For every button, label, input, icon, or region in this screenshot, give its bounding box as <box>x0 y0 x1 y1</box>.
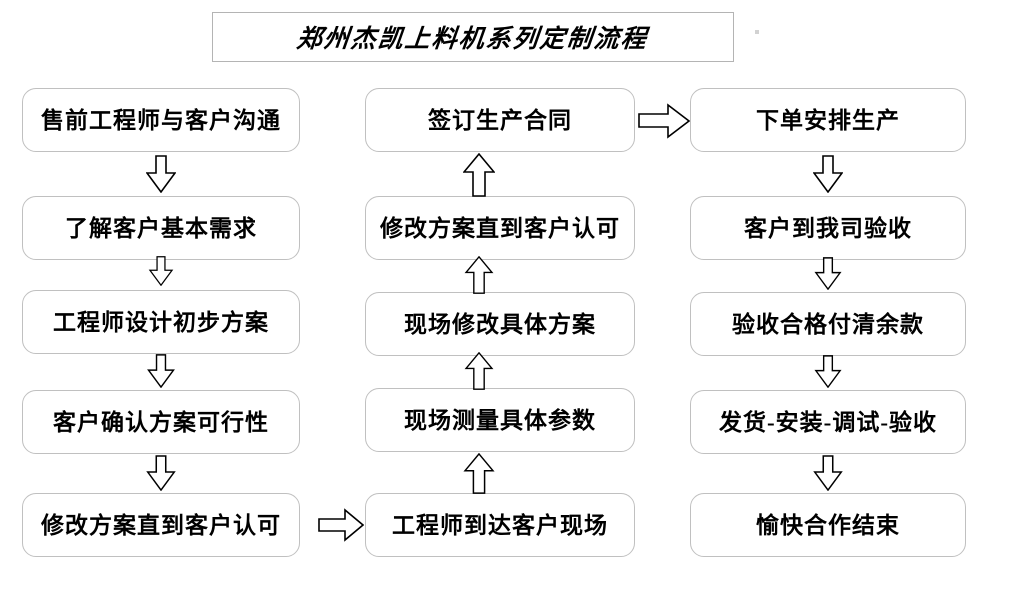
stray-speck-artifact <box>755 30 759 34</box>
arrow-down-icon <box>813 257 843 290</box>
node-engineer-initial-design[interactable]: 工程师设计初步方案 <box>22 290 300 354</box>
node-label: 修改方案直到客户认可 <box>380 215 620 241</box>
arrow-down-icon <box>146 354 176 388</box>
arrow-down-icon <box>813 455 843 491</box>
node-customer-inspection-at-factory[interactable]: 客户到我司验收 <box>690 196 966 260</box>
node-onsite-measure-parameters[interactable]: 现场测量具体参数 <box>365 388 635 452</box>
node-label: 工程师设计初步方案 <box>53 309 269 335</box>
chart-title-text: 郑州杰凯上料机系列定制流程 <box>295 26 650 53</box>
node-pay-balance-after-acceptance[interactable]: 验收合格付清余款 <box>690 292 966 356</box>
node-revise-until-approved-left[interactable]: 修改方案直到客户认可 <box>22 493 300 557</box>
node-sign-production-contract[interactable]: 签订生产合同 <box>365 88 635 152</box>
node-revise-until-approved-mid[interactable]: 修改方案直到客户认可 <box>365 196 635 260</box>
node-ship-install-debug-accept[interactable]: 发货-安装-调试-验收 <box>690 390 966 454</box>
arrow-down-icon <box>146 256 176 286</box>
node-label: 售前工程师与客户沟通 <box>41 107 281 133</box>
arrow-down-icon <box>146 155 176 193</box>
node-understand-requirements[interactable]: 了解客户基本需求 <box>22 196 300 260</box>
arrow-up-icon <box>463 352 495 390</box>
node-onsite-revise-plan[interactable]: 现场修改具体方案 <box>365 292 635 356</box>
arrow-up-icon <box>463 153 495 197</box>
node-label: 工程师到达客户现场 <box>392 512 608 538</box>
node-presales-communication[interactable]: 售前工程师与客户沟通 <box>22 88 300 152</box>
node-engineer-arrive-onsite[interactable]: 工程师到达客户现场 <box>365 493 635 557</box>
node-label: 修改方案直到客户认可 <box>41 512 281 538</box>
node-label: 验收合格付清余款 <box>732 311 924 337</box>
node-place-order-schedule-production[interactable]: 下单安排生产 <box>690 88 966 152</box>
node-customer-confirm-feasibility[interactable]: 客户确认方案可行性 <box>22 390 300 454</box>
node-label: 签订生产合同 <box>428 107 572 133</box>
node-label: 下单安排生产 <box>756 107 900 133</box>
arrow-up-icon <box>463 256 495 294</box>
chart-title-box: 郑州杰凯上料机系列定制流程 <box>212 12 734 62</box>
arrow-down-icon <box>813 155 843 193</box>
arrow-right-icon <box>318 508 364 542</box>
node-label: 现场修改具体方案 <box>404 311 596 337</box>
node-label: 客户到我司验收 <box>744 215 912 241</box>
arrow-up-icon <box>463 453 495 494</box>
node-label: 了解客户基本需求 <box>65 215 257 241</box>
arrow-right-icon <box>638 103 690 139</box>
node-label: 客户确认方案可行性 <box>53 409 269 435</box>
arrow-down-icon <box>813 355 843 388</box>
node-cooperation-complete[interactable]: 愉快合作结束 <box>690 493 966 557</box>
node-label: 愉快合作结束 <box>756 512 900 538</box>
arrow-down-icon <box>146 455 176 491</box>
node-label: 发货-安装-调试-验收 <box>719 409 937 435</box>
node-label: 现场测量具体参数 <box>404 407 596 433</box>
